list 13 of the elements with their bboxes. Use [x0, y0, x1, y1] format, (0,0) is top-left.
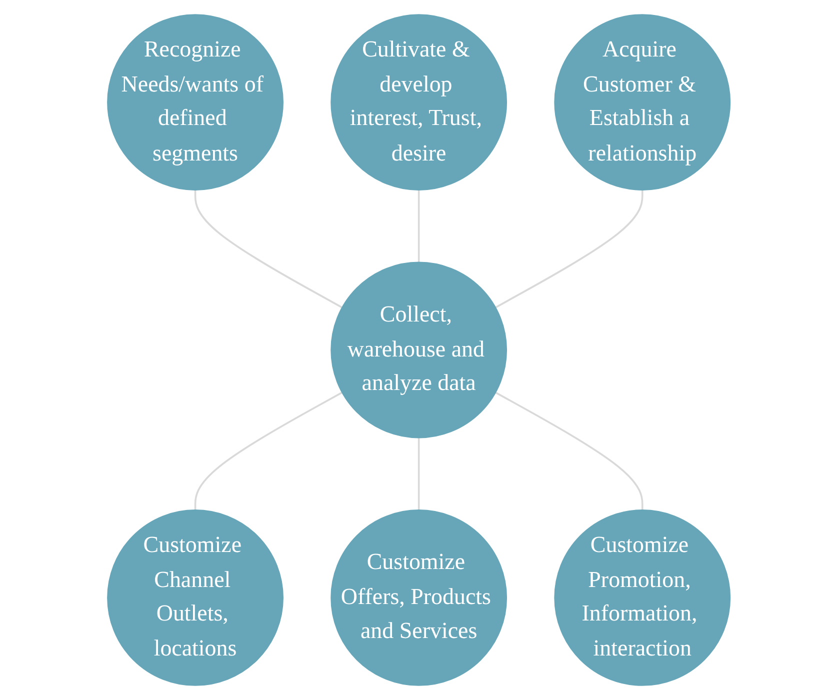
connector: [495, 392, 644, 510]
connector: [194, 392, 343, 510]
connector: [495, 190, 644, 308]
connector: [418, 438, 420, 510]
node-circle: Acquire Customer & Establish a relationship: [554, 14, 731, 190]
node-circle: Customize Promotion, Information, interaction: [554, 510, 731, 686]
connector: [418, 190, 420, 262]
node-circle: Customize Channel Outlets, locations: [107, 510, 284, 686]
node-circle: Recognize Needs/wants of defined segments: [107, 14, 284, 190]
node-circle: Customize Offers, Products and Services: [330, 510, 508, 686]
node-circle: Cultivate & develop interest, Trust, desire: [330, 14, 508, 190]
node-circle: Collect, warehouse and analyze data: [330, 262, 508, 438]
connector: [194, 190, 343, 308]
